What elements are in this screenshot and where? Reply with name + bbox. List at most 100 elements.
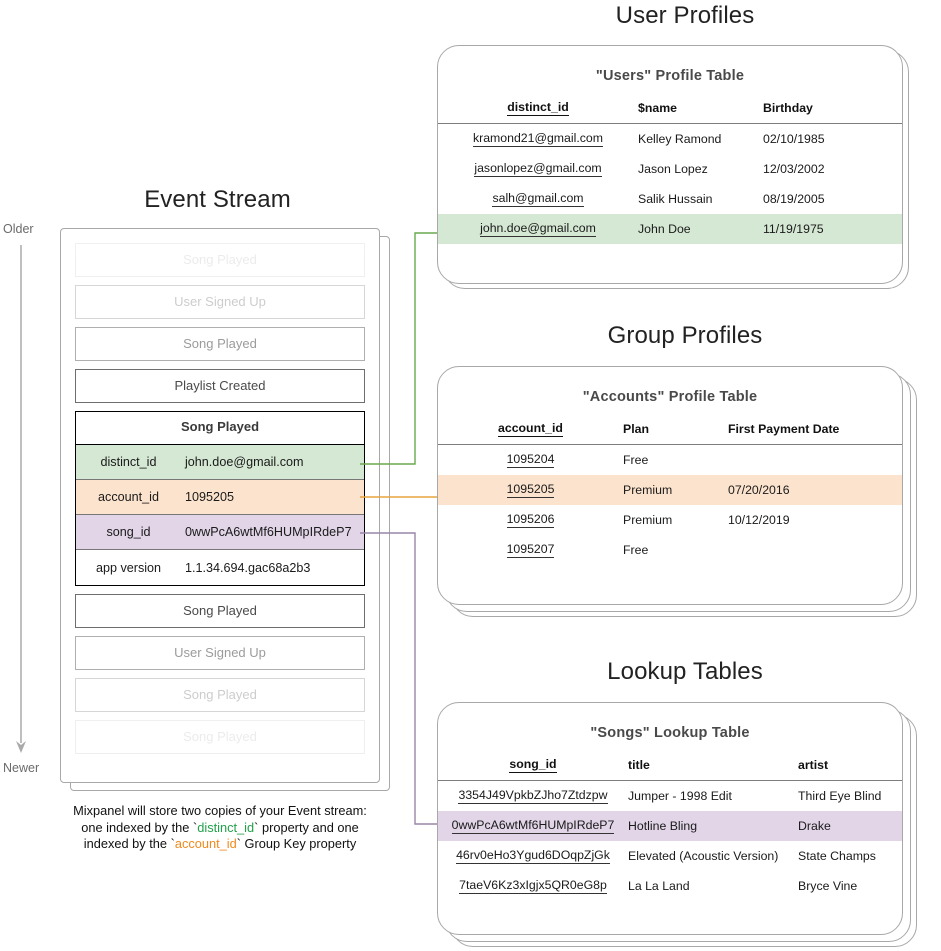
table-header-row: account_id Plan First Payment Date bbox=[438, 419, 902, 445]
cell-account-id: 1095206 bbox=[506, 512, 555, 528]
timeline-newer-label: Newer bbox=[3, 761, 40, 775]
column-header-account-id: account_id bbox=[498, 421, 563, 437]
expanded-event-card[interactable]: Song Played distinct_id john.doe@gmail.c… bbox=[75, 411, 365, 586]
event-item[interactable]: Song Played bbox=[75, 327, 365, 361]
caption-line-3-pre: indexed by the ` bbox=[83, 836, 175, 851]
accounts-table: account_id Plan First Payment Date 10952… bbox=[438, 419, 902, 565]
cell-song-id: 7taeV6Kz3xIgjx5QR0eG8p bbox=[459, 878, 607, 894]
event-item[interactable]: Song Played bbox=[75, 243, 365, 277]
caption-line-2-post: ` property and one bbox=[254, 819, 359, 835]
songs-card-front: "Songs" Lookup Table song_id title artis… bbox=[437, 702, 903, 935]
column-header-birthday: Birthday bbox=[763, 101, 813, 115]
table-row[interactable]: 3354J49VpkbZJho7Ztdzpw Jumper - 1998 Edi… bbox=[438, 781, 902, 812]
accounts-table-title: "Accounts" Profile Table bbox=[582, 389, 758, 405]
event-property-row-app-version: app version 1.1.34.694.gac68a2b3 bbox=[76, 550, 364, 585]
table-row[interactable]: 46rv0eHo3Ygud6DOqpZjGk Elevated (Acousti… bbox=[438, 841, 902, 871]
songs-table: song_id title artist 3354J49VpkbZJho7Ztd… bbox=[438, 755, 902, 901]
event-item[interactable]: User Signed Up bbox=[75, 285, 365, 319]
table-row[interactable]: salh@gmail.com Salik Hussain 08/19/2005 bbox=[438, 184, 902, 214]
cell-title: Jumper - 1998 Edit bbox=[628, 789, 732, 803]
event-stream-card: Song Played User Signed Up Song Played P… bbox=[60, 228, 390, 791]
cell-name: Kelley Ramond bbox=[638, 132, 722, 146]
cell-plan: Premium bbox=[623, 513, 673, 527]
property-key: distinct_id bbox=[100, 455, 157, 469]
column-header-name: $name bbox=[638, 101, 677, 115]
cell-first-payment-date bbox=[728, 535, 902, 565]
column-header-artist: artist bbox=[798, 758, 829, 772]
event-item[interactable]: Song Played bbox=[75, 720, 365, 754]
cell-song-id: 0wwPcA6wtMf6HUMpIRdeP7 bbox=[451, 818, 615, 834]
cell-birthday: 12/03/2002 bbox=[763, 162, 825, 176]
event-stream-card-front: Song Played User Signed Up Song Played P… bbox=[60, 228, 380, 783]
users-table-title: "Users" Profile Table bbox=[595, 68, 745, 84]
expanded-event-title: Song Played bbox=[76, 412, 364, 445]
event-property-row-distinct-id: distinct_id john.doe@gmail.com bbox=[76, 445, 364, 480]
table-row[interactable]: 1095206 Premium 10/12/2019 bbox=[438, 505, 902, 535]
caption-line-3-post: ` Group Key property bbox=[236, 836, 357, 851]
event-item[interactable]: Song Played bbox=[75, 678, 365, 712]
column-header-distinct-id: distinct_id bbox=[507, 100, 569, 116]
property-key: app version bbox=[95, 560, 162, 575]
cell-song-id: 3354J49VpkbZJho7Ztdzpw bbox=[458, 788, 608, 804]
cell-birthday: 11/19/1975 bbox=[763, 214, 902, 244]
table-row[interactable]: jasonlopez@gmail.com Jason Lopez 12/03/2… bbox=[438, 154, 902, 184]
cell-distinct-id: john.doe@gmail.com bbox=[480, 221, 596, 237]
users-profile-card: "Users" Profile Table distinct_id $name … bbox=[437, 45, 909, 289]
songs-lookup-card: "Songs" Lookup Table song_id title artis… bbox=[437, 702, 917, 947]
cell-name: Salik Hussain bbox=[638, 192, 713, 206]
cell-account-id: 1095207 bbox=[506, 542, 555, 558]
property-key: account_id bbox=[98, 490, 159, 504]
event-property-row-song-id: song_id 0wwPcA6wtMf6HUMpIRdeP7 bbox=[76, 515, 364, 550]
event-stream-caption: Mixpanel will store two copies of your E… bbox=[50, 803, 390, 853]
column-header-plan: Plan bbox=[623, 422, 649, 436]
table-row[interactable]: kramond21@gmail.com Kelley Ramond 02/10/… bbox=[438, 124, 902, 155]
table-row[interactable]: 7taeV6Kz3xIgjx5QR0eG8p La La Land Bryce … bbox=[438, 871, 902, 901]
event-item[interactable]: User Signed Up bbox=[75, 636, 365, 670]
users-table: distinct_id $name Birthday kramond21@gma… bbox=[438, 98, 902, 244]
event-item[interactable]: Song Played bbox=[75, 594, 365, 628]
cell-first-payment-date: 07/20/2016 bbox=[728, 475, 902, 505]
cell-artist: Third Eye Blind bbox=[798, 789, 882, 803]
property-value: john.doe@gmail.com bbox=[185, 455, 304, 469]
cell-birthday: 08/19/2005 bbox=[763, 192, 825, 206]
property-key: song_id bbox=[106, 525, 151, 539]
cell-first-payment-date: 10/12/2019 bbox=[728, 513, 790, 527]
timeline-older-label: Older bbox=[3, 222, 34, 236]
table-row-highlighted[interactable]: john.doe@gmail.com John Doe 11/19/1975 bbox=[438, 214, 902, 244]
cell-distinct-id: jasonlopez@gmail.com bbox=[474, 161, 602, 177]
songs-table-title: "Songs" Lookup Table bbox=[590, 725, 750, 741]
caption-line-1: Mixpanel will store two copies of your E… bbox=[73, 803, 367, 818]
table-row[interactable]: 1095207 Free bbox=[438, 535, 902, 565]
caption-line-2-pre: one indexed by the ` bbox=[81, 819, 198, 835]
cell-plan: Premium bbox=[623, 475, 728, 505]
property-value: 1095205 bbox=[185, 490, 235, 504]
cell-artist: Bryce Vine bbox=[798, 879, 858, 893]
column-header-first-payment-date: First Payment Date bbox=[728, 422, 840, 436]
table-row-highlighted[interactable]: 1095205 Premium 07/20/2016 bbox=[438, 475, 902, 505]
caption-code-distinct-id: distinct_id bbox=[197, 819, 255, 835]
cell-birthday: 02/10/1985 bbox=[763, 132, 825, 146]
cell-plan: Free bbox=[623, 543, 649, 557]
property-value: 0wwPcA6wtMf6HUMpIRdeP7 bbox=[185, 525, 352, 539]
event-item[interactable]: Playlist Created bbox=[75, 369, 365, 403]
users-card-front: "Users" Profile Table distinct_id $name … bbox=[437, 45, 903, 284]
cell-account-id: 1095205 bbox=[506, 482, 555, 498]
event-list-above: Song Played User Signed Up Song Played P… bbox=[75, 243, 365, 403]
accounts-profile-card: "Accounts" Profile Table account_id Plan… bbox=[437, 366, 917, 617]
event-property-row-account-id: account_id 1095205 bbox=[76, 480, 364, 515]
cell-first-payment-date bbox=[728, 445, 902, 476]
table-header-row: distinct_id $name Birthday bbox=[438, 98, 902, 124]
table-row[interactable]: 1095204 Free bbox=[438, 445, 902, 476]
caption-code-account-id: account_id bbox=[174, 836, 237, 851]
cell-title: La La Land bbox=[628, 879, 690, 893]
cell-artist: State Champs bbox=[798, 849, 876, 863]
table-row-highlighted[interactable]: 0wwPcA6wtMf6HUMpIRdeP7 Hotline Bling Dra… bbox=[438, 811, 902, 841]
cell-name: Jason Lopez bbox=[638, 162, 708, 176]
page-title-group-profiles: Group Profiles bbox=[607, 322, 763, 349]
table-header-row: song_id title artist bbox=[438, 755, 902, 781]
column-header-title: title bbox=[628, 758, 650, 772]
page-title-user-profiles: User Profiles bbox=[615, 2, 755, 29]
column-header-song-id: song_id bbox=[509, 757, 557, 773]
property-value: 1.1.34.694.gac68a2b3 bbox=[185, 560, 311, 575]
event-list-below: Song Played User Signed Up Song Played S… bbox=[75, 594, 365, 754]
